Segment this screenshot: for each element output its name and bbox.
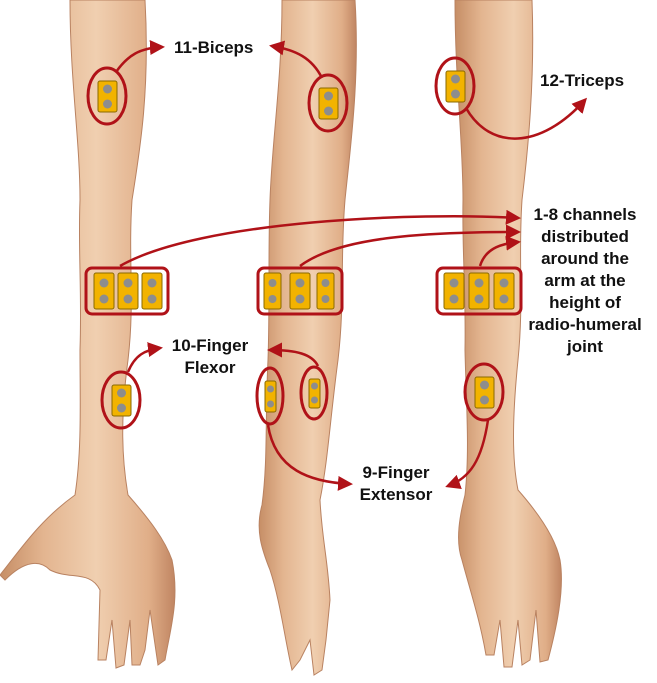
label-channels-line: 1-8 channels	[518, 204, 652, 226]
label-finger-extensor: 9-Finger Extensor	[348, 462, 444, 506]
label-finger-flexor: 10-Finger Flexor	[162, 335, 258, 379]
label-channels-line: around the	[518, 248, 652, 270]
label-finger-extensor-line: Extensor	[348, 484, 444, 506]
electrode-band-left	[86, 268, 168, 314]
electrode-band-right	[437, 268, 521, 314]
label-channels-line: radio-humeral	[518, 314, 652, 336]
label-channels-line: distributed	[518, 226, 652, 248]
arrow-finger-flexor-left	[128, 348, 160, 372]
label-finger-flexor-line: 10-Finger	[162, 335, 258, 357]
label-channels-line: height of	[518, 292, 652, 314]
label-finger-flexor-line: Flexor	[162, 357, 258, 379]
label-triceps: 12-Triceps	[540, 70, 624, 92]
label-channels-line: joint	[518, 336, 652, 358]
label-channels-line: arm at the	[518, 270, 652, 292]
label-biceps: 11-Biceps	[174, 37, 253, 59]
label-finger-extensor-line: 9-Finger	[348, 462, 444, 484]
label-channels: 1-8 channels distributed around the arm …	[518, 204, 652, 358]
electrode-band-middle	[258, 268, 342, 314]
